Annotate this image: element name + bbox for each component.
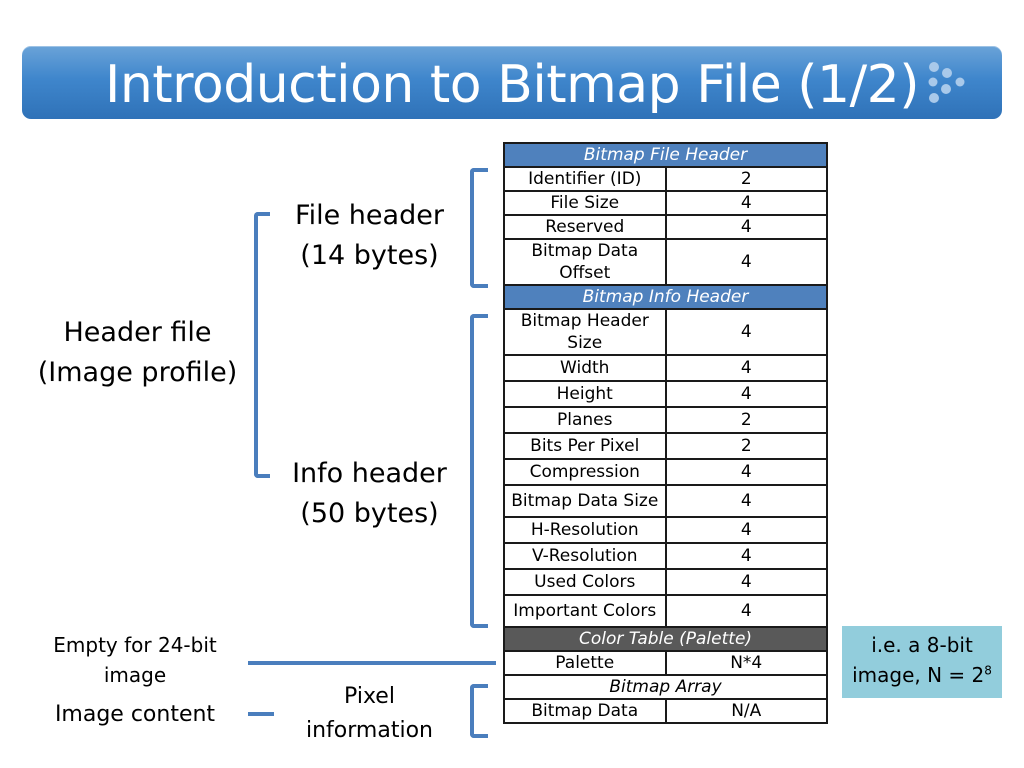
dots-decoration-icon — [928, 62, 965, 103]
field-size: 4 — [664, 380, 828, 408]
table-row: Bitmap Data N/A — [503, 698, 828, 724]
note-line2: image, N = 28 — [842, 660, 1002, 690]
info-header-label: Info header (50 bytes) — [272, 454, 467, 534]
empty-line1: Empty for 24-bit — [53, 633, 217, 657]
table-row: Identifier (ID) 2 — [503, 166, 828, 192]
field-size: 2 — [664, 166, 828, 192]
field-name: Bitmap Data Size — [503, 484, 667, 518]
table-row: Palette N*4 — [503, 650, 828, 676]
field-size: 4 — [664, 354, 828, 382]
info-header-line1: Info header — [292, 458, 447, 489]
field-size: 2 — [664, 432, 828, 460]
page-title: Introduction to Bitmap File (1/2) — [104, 55, 920, 115]
field-size: 4 — [664, 458, 828, 486]
table-row: Used Colors 4 — [503, 568, 828, 596]
header-file-line2: (Image profile) — [37, 357, 238, 388]
field-name: Important Colors — [503, 594, 667, 628]
field-name: Bits Per Pixel — [503, 432, 667, 460]
table-row: Compression 4 — [503, 458, 828, 486]
field-name: H-Resolution — [503, 516, 667, 544]
field-size: 4 — [664, 516, 828, 544]
field-name: Bitmap Header Size — [503, 308, 667, 356]
field-name: Reserved — [503, 214, 667, 240]
image-content-connector-line — [248, 712, 274, 716]
empty-connector-line — [248, 661, 496, 665]
table-row: Bitmap Header Size 4 — [503, 308, 828, 356]
info-header-section-row: Bitmap Info Header — [503, 284, 828, 310]
file-header-label: File header (14 bytes) — [272, 196, 467, 276]
field-name: Used Colors — [503, 568, 667, 596]
color-table-section-title: Color Table (Palette) — [503, 626, 828, 652]
note-line1: i.e. a 8-bit — [871, 633, 973, 657]
bitmap-array-section-row: Bitmap Array — [503, 674, 828, 700]
field-size: 4 — [664, 238, 828, 286]
field-size: 4 — [664, 484, 828, 518]
info-header-bracket — [470, 314, 488, 628]
table-row: Reserved 4 — [503, 214, 828, 240]
field-name: Bitmap Data Offset — [503, 238, 667, 286]
palette-note-box: i.e. a 8-bit image, N = 28 — [842, 626, 1002, 698]
file-header-bracket — [470, 168, 488, 288]
pixel-info-bracket — [470, 684, 488, 738]
field-size: 4 — [664, 308, 828, 356]
field-name: Compression — [503, 458, 667, 486]
field-size: 4 — [664, 190, 828, 216]
field-name: Planes — [503, 406, 667, 434]
info-header-section-title: Bitmap Info Header — [503, 284, 828, 310]
table-row: Height 4 — [503, 380, 828, 408]
field-size: 4 — [664, 214, 828, 240]
header-file-bracket — [254, 212, 270, 478]
field-name: Bitmap Data — [503, 698, 667, 724]
bitmap-array-section-title: Bitmap Array — [503, 674, 828, 700]
table-row: Bitmap Data Size 4 — [503, 484, 828, 518]
table-row: Planes 2 — [503, 406, 828, 434]
color-table-section-row: Color Table (Palette) — [503, 626, 828, 652]
pixel-line1: Pixel — [344, 684, 395, 709]
field-size: 4 — [664, 568, 828, 596]
file-header-line2: (14 bytes) — [300, 240, 439, 271]
field-size: 2 — [664, 406, 828, 434]
bitmap-structure-table: Bitmap File Header Identifier (ID) 2 Fil… — [503, 142, 828, 724]
table-row: Bits Per Pixel 2 — [503, 432, 828, 460]
field-name: Palette — [503, 650, 667, 676]
empty-line2: image — [103, 663, 167, 687]
table-row: Width 4 — [503, 354, 828, 382]
pixel-line2: information — [306, 718, 433, 743]
field-size: 4 — [664, 542, 828, 570]
pixel-information-label: Pixel information — [282, 680, 457, 748]
file-header-section-row: Bitmap File Header — [503, 142, 828, 168]
header-file-line1: Header file — [63, 317, 212, 348]
title-bar — [22, 46, 1002, 119]
image-content-label: Image content — [54, 702, 216, 727]
empty-24bit-label: Empty for 24-bit image — [20, 630, 250, 690]
field-name: File Size — [503, 190, 667, 216]
table-row: H-Resolution 4 — [503, 516, 828, 544]
table-row: File Size 4 — [503, 190, 828, 216]
header-file-label: Header file (Image profile) — [20, 313, 255, 393]
field-size: N/A — [664, 698, 828, 724]
field-size: 4 — [664, 594, 828, 628]
note-line2-text: image, N = 2 — [852, 663, 985, 687]
info-header-line2: (50 bytes) — [300, 498, 439, 529]
table-row: V-Resolution 4 — [503, 542, 828, 570]
field-name: V-Resolution — [503, 542, 667, 570]
field-name: Width — [503, 354, 667, 382]
table-row: Bitmap Data Offset 4 — [503, 238, 828, 286]
file-header-line1: File header — [295, 200, 444, 231]
note-exponent: 8 — [984, 663, 992, 678]
field-name: Identifier (ID) — [503, 166, 667, 192]
field-name: Height — [503, 380, 667, 408]
table-row: Important Colors 4 — [503, 594, 828, 628]
file-header-section-title: Bitmap File Header — [503, 142, 828, 168]
field-size: N*4 — [664, 650, 828, 676]
